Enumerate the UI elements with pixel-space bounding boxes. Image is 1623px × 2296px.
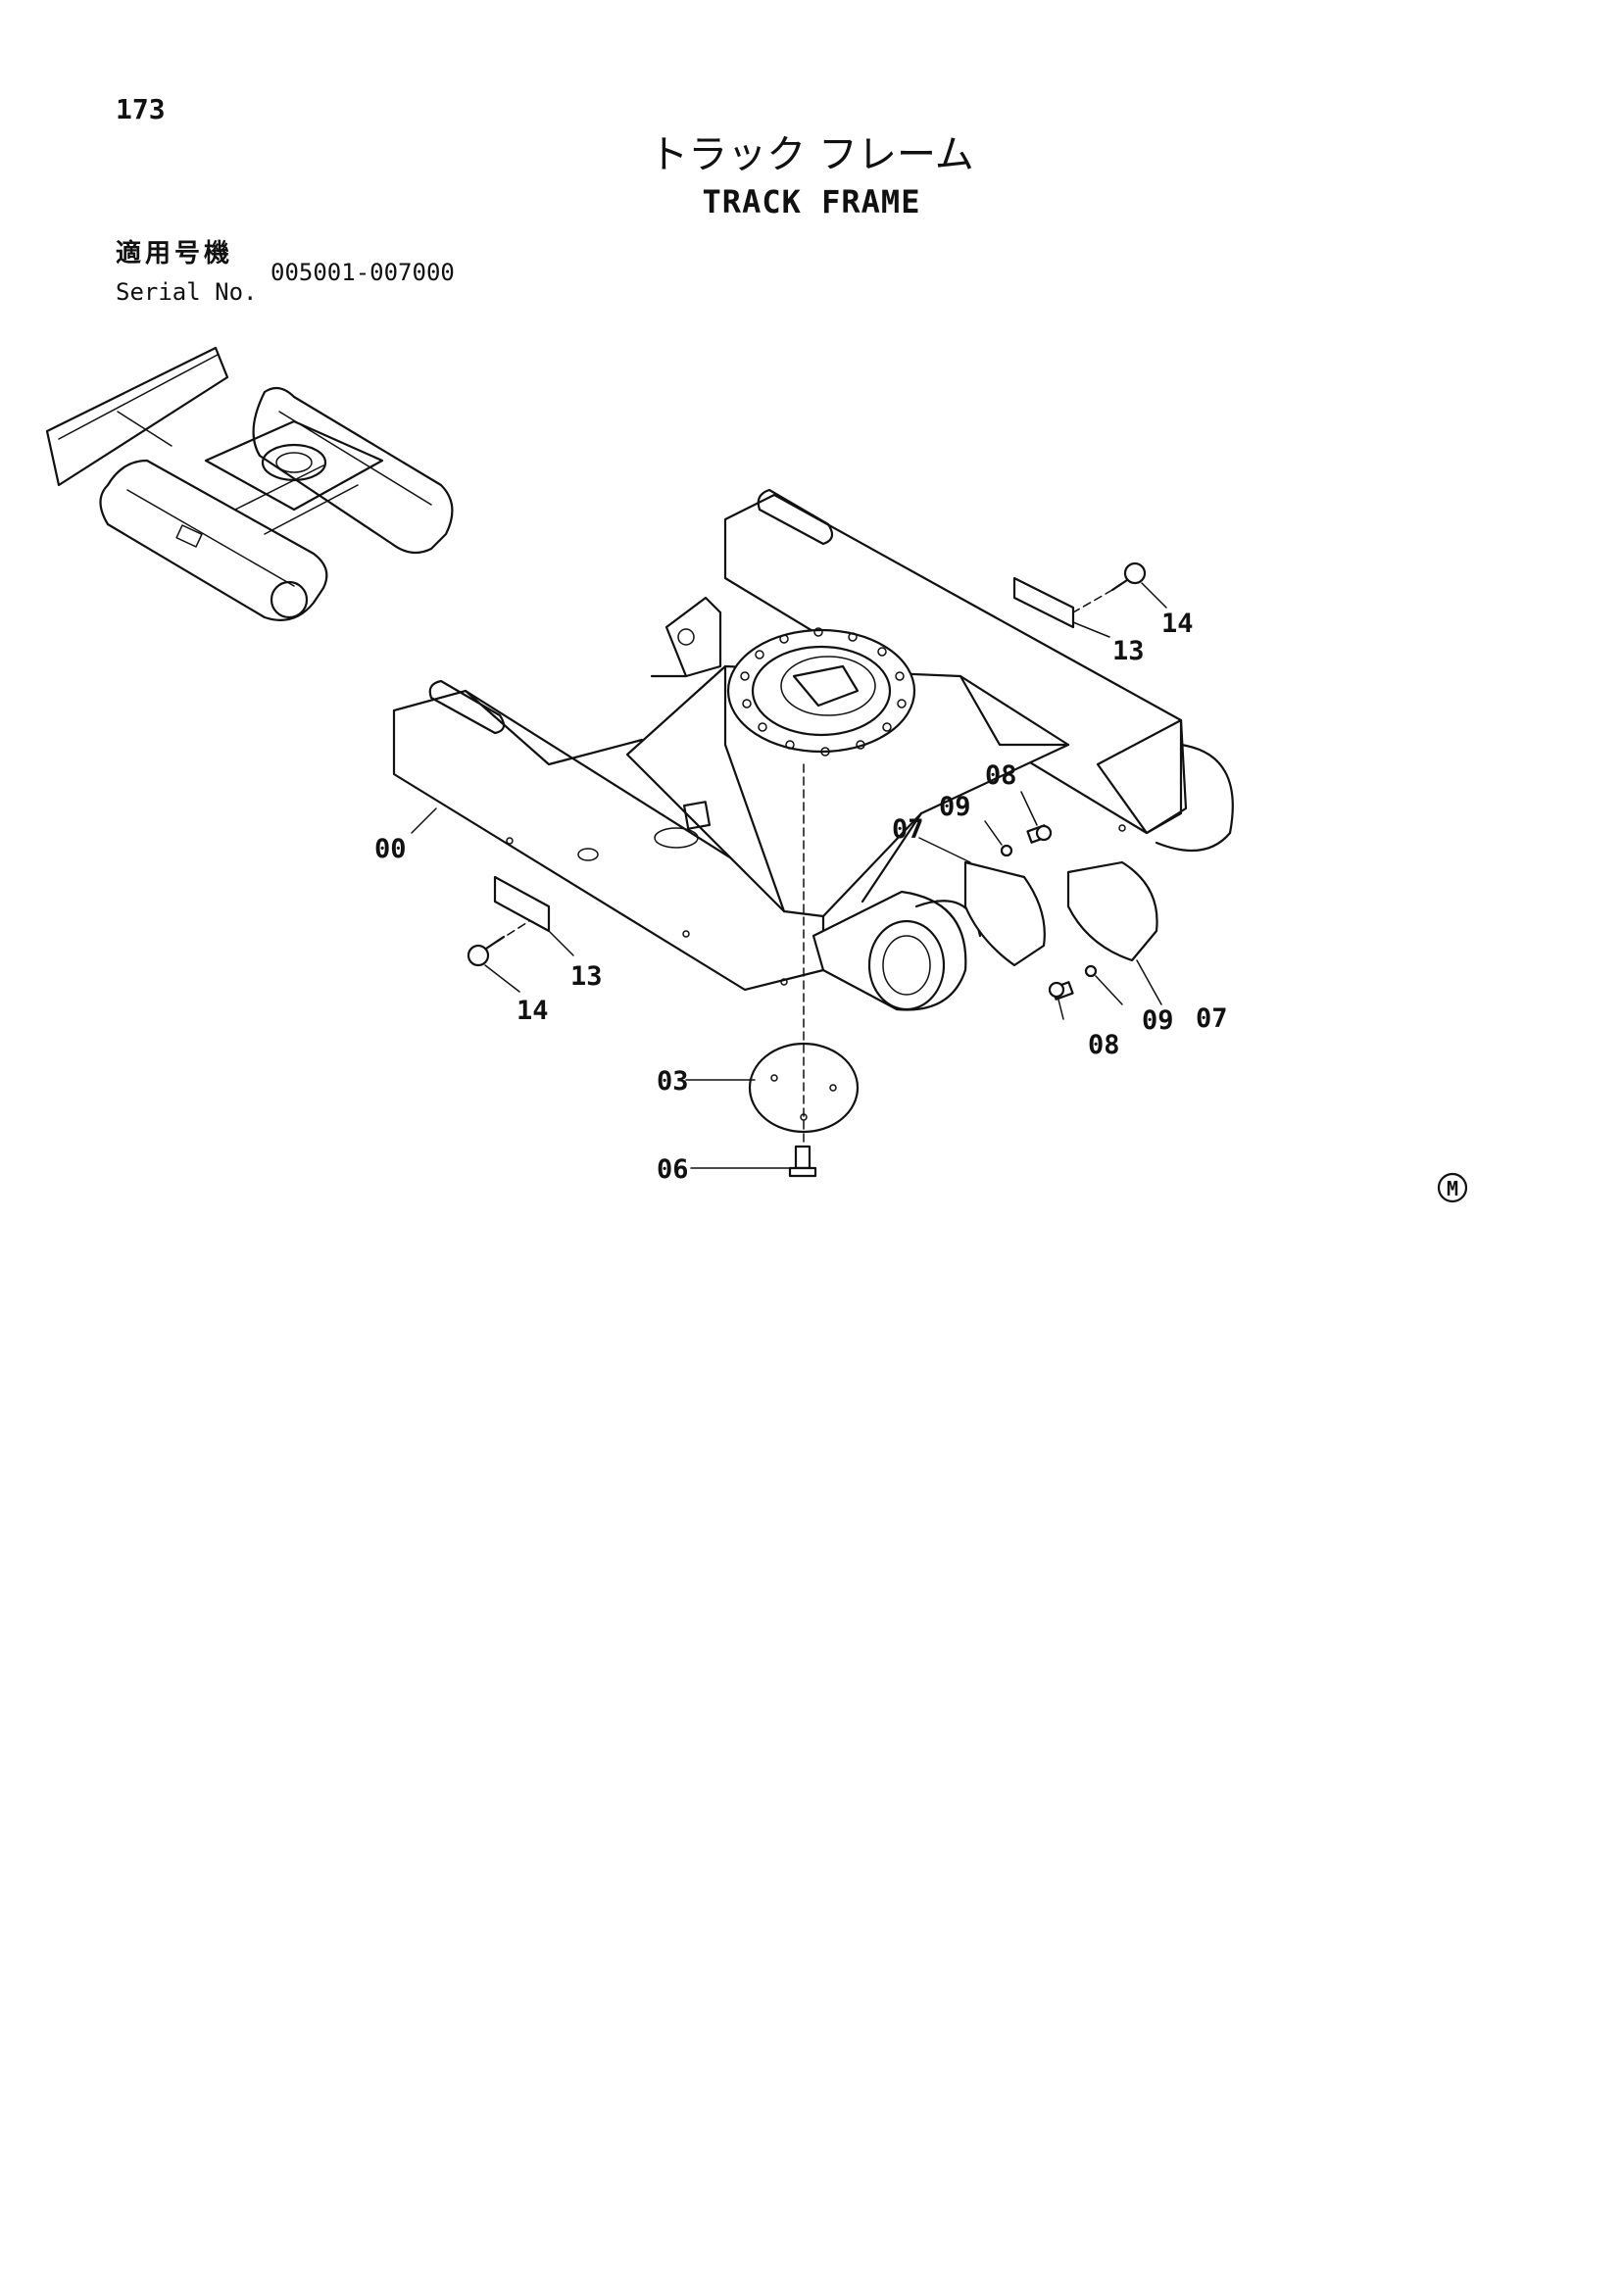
page-title-japanese: トラック フレーム [649,132,974,177]
callout-washer-front: 09 [939,792,971,822]
callout-cover-rear: 07 [1196,1003,1228,1034]
callout-plate-right: 13 [1112,636,1145,666]
callout-bolt-left: 14 [516,996,549,1026]
leader-lines [411,582,1167,1169]
page-number: 173 [116,93,166,125]
callout-bolt-right: 14 [1161,609,1194,639]
bolt-front [1026,824,1053,844]
plate-right [1012,576,1075,629]
page-title-english: TRACK FRAME [702,183,921,220]
mark-symbol-letter: M [1447,1177,1458,1200]
callout-cover-front: 07 [892,814,924,845]
undercarriage-overview-inset [45,346,454,621]
callout-cover-bottom: 03 [657,1066,689,1097]
serial-label-japanese: 適用号機 [116,239,234,269]
serial-number-range: 005001-007000 [270,259,455,286]
callout-washer-rear: 09 [1142,1005,1174,1036]
callout-bolt-front: 08 [985,760,1017,791]
track-frame-exploded-diagram: 00 03 06 07 07 08 08 09 09 13 13 14 14 M [45,346,1468,1203]
bolt-bottom [788,1145,817,1178]
plate-left [493,875,551,933]
serial-label-english: Serial No. [116,278,258,306]
washer-front [1000,844,1013,857]
mark-symbol: M [1437,1172,1468,1203]
track-frame-body [392,488,1234,1011]
bolt-right [1110,562,1147,592]
callout-frame: 00 [374,834,407,864]
callout-bolt-bottom: 06 [657,1154,689,1185]
callout-bolt-rear: 08 [1088,1030,1120,1060]
callout-plate-left: 13 [570,961,603,992]
bolt-rear [1048,981,1074,1001]
washer-rear [1084,964,1098,978]
cover-plate-front [963,860,1046,967]
cover-plate-rear [1066,860,1158,962]
